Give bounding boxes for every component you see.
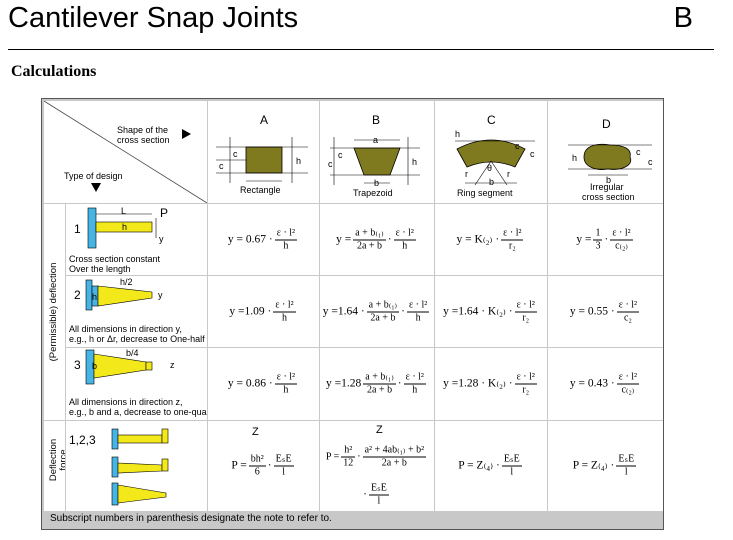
col-c-letter: C <box>487 113 496 127</box>
col-b-letter: B <box>372 113 381 127</box>
shape-label-2: cross section <box>117 135 170 145</box>
col-d-letter: D <box>602 117 611 131</box>
col-c-header: C h c c r θ r b Ring segment <box>435 101 547 203</box>
dim-r: r <box>507 169 510 179</box>
beam-diagrams-force <box>111 428 169 506</box>
row-1-design: 1 L P h y Cross section constant Over th… <box>66 204 207 275</box>
rectangle-section-diagram <box>216 137 308 183</box>
section-subtitle: Calculations <box>11 63 97 80</box>
dim-a: a <box>373 135 379 145</box>
corner-diagonal <box>44 101 207 203</box>
trapezoid-section-diagram <box>330 137 420 185</box>
dim-b: b <box>606 175 612 185</box>
shape-label: Shape of the <box>117 125 169 135</box>
dim-c: c <box>648 157 653 167</box>
col-a-name: Rectangle <box>240 185 281 195</box>
dim-c: c <box>338 150 343 160</box>
row-4-design: 1,2,3 <box>66 421 207 511</box>
col-a-letter: A <box>260 113 269 127</box>
col-b-name: Trapezoid <box>353 188 393 198</box>
dim-h: h <box>296 156 302 166</box>
force-side-label: Deflection force <box>44 421 65 511</box>
ring-segment-section-diagram <box>455 139 535 186</box>
dim-b: b <box>374 178 380 188</box>
dim-c: c <box>636 147 641 157</box>
irregular-section-diagram <box>568 143 652 176</box>
col-d-name: Irregular <box>590 182 624 192</box>
dim-c: c <box>515 141 520 151</box>
beam-diagram-1 <box>87 207 157 249</box>
section-letter: B <box>673 2 693 34</box>
dim-h: h <box>412 157 418 167</box>
beam-diagram-3 <box>85 349 153 385</box>
deflection-side-label: (Permissible) deflection <box>44 204 65 420</box>
col-c-name: Ring segment <box>457 188 513 198</box>
corner-cell: Shape of the cross section Type of desig… <box>44 101 207 203</box>
dim-theta: θ <box>487 163 493 173</box>
col-a-header: A c c h Rectangle <box>208 101 319 203</box>
dim-c: c <box>233 149 238 159</box>
row-3-design: 3 b/4 b z All dimensions in direction z,… <box>66 348 207 420</box>
row-2-design: 2 h/2 h y All dimensions in direction y,… <box>66 276 207 347</box>
page-title: Cantilever Snap Joints <box>8 2 299 34</box>
beam-diagram-2 <box>85 279 153 311</box>
col-b-header: B a c c h b Trapezoid <box>320 101 434 203</box>
col-d-name-2: cross section <box>582 192 635 202</box>
footnote: Subscript numbers in parenthesis designa… <box>50 513 332 524</box>
title-rule <box>8 49 714 50</box>
dim-c: c <box>530 149 535 159</box>
dim-b: b <box>489 177 495 187</box>
dim-h: h <box>455 129 461 139</box>
dim-r: r <box>465 169 468 179</box>
design-label: Type of design <box>64 171 123 181</box>
col-d-header: D h c c b Irregular cross section <box>548 101 663 203</box>
dim-h: h <box>572 153 578 163</box>
dim-c: c <box>219 161 224 171</box>
calculation-table: Shape of the cross section Type of desig… <box>41 98 664 530</box>
dim-c: c <box>328 159 333 169</box>
